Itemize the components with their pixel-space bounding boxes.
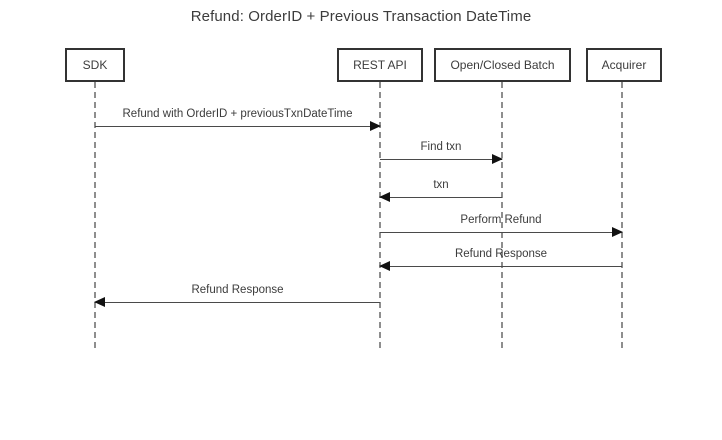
lifeline-batch: [501, 82, 503, 348]
message-line: [380, 197, 502, 198]
message-label: Refund Response: [454, 248, 548, 261]
message-label: txn: [433, 179, 449, 192]
participant-label: Acquirer: [601, 58, 647, 72]
participant-box-rest-api[interactable]: REST API: [337, 48, 423, 82]
participant-label: SDK: [82, 58, 108, 72]
participant-label: REST API: [353, 58, 407, 72]
message-line: [380, 232, 622, 233]
message-line: [380, 159, 502, 160]
arrow-left-icon: [379, 261, 390, 271]
arrow-right-icon: [370, 121, 381, 131]
message-label: Perform Refund: [460, 214, 542, 227]
message-line: [380, 266, 622, 267]
arrow-left-icon: [94, 297, 105, 307]
lifeline-rest-api: [379, 82, 381, 348]
arrow-right-icon: [492, 154, 503, 164]
participant-label: Open/Closed Batch: [450, 58, 555, 72]
participant-box-acquirer[interactable]: Acquirer: [586, 48, 662, 82]
message-line: [95, 302, 380, 303]
arrow-left-icon: [379, 192, 390, 202]
message-label: Find txn: [420, 141, 462, 154]
message-label: Refund with OrderID + previousTxnDateTim…: [122, 108, 353, 121]
lifeline-acquirer: [621, 82, 623, 348]
lifeline-sdk: [94, 82, 96, 348]
participant-box-sdk[interactable]: SDK: [65, 48, 125, 82]
page-title: Refund: OrderID + Previous Transaction D…: [190, 8, 532, 25]
arrow-right-icon: [612, 227, 623, 237]
message-line: [95, 126, 380, 127]
participant-box-batch[interactable]: Open/Closed Batch: [434, 48, 571, 82]
message-label: Refund Response: [191, 284, 284, 297]
